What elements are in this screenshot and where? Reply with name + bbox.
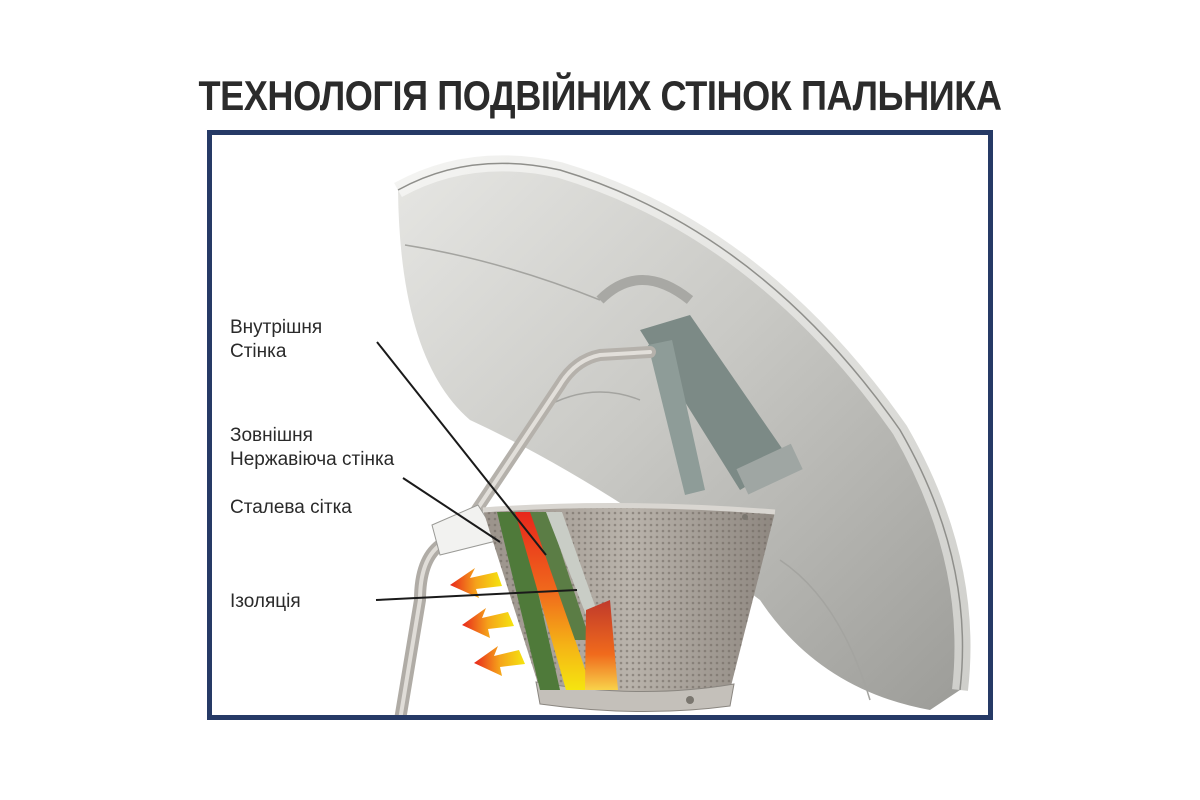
label-insulation: Ізоляція — [230, 591, 301, 612]
reflector-dome — [394, 155, 971, 711]
illustration-frame — [207, 130, 993, 720]
burner-cutaway — [497, 512, 618, 690]
label-outer-wall-line2: Нержавіюча стінка — [230, 449, 395, 470]
leader-lines — [375, 341, 578, 601]
burner-illustration — [375, 155, 971, 715]
leader-line-insulation — [375, 589, 578, 601]
label-outer-wall: Зовнішня Нержавіюча стінка — [230, 424, 394, 472]
label-steel-mesh: Сталева сітка — [230, 497, 352, 518]
label-inner-wall: Внутрішня Стінка — [230, 316, 322, 364]
leader-line-steel-mesh — [402, 477, 501, 543]
page-title: ТЕХНОЛОГІЯ ПОДВІЙНИХ СТІНОК ПАЛЬНИКА — [198, 72, 1002, 119]
label-outer-wall-line1: Зовнішня — [230, 425, 313, 446]
heat-arrows — [450, 568, 525, 676]
leader-line-inner-wall — [376, 341, 547, 556]
label-inner-wall-line2: Стінка — [230, 341, 287, 362]
label-inner-wall-line1: Внутрішня — [230, 317, 323, 338]
burner-basket — [482, 502, 776, 713]
support-rod — [394, 346, 656, 715]
